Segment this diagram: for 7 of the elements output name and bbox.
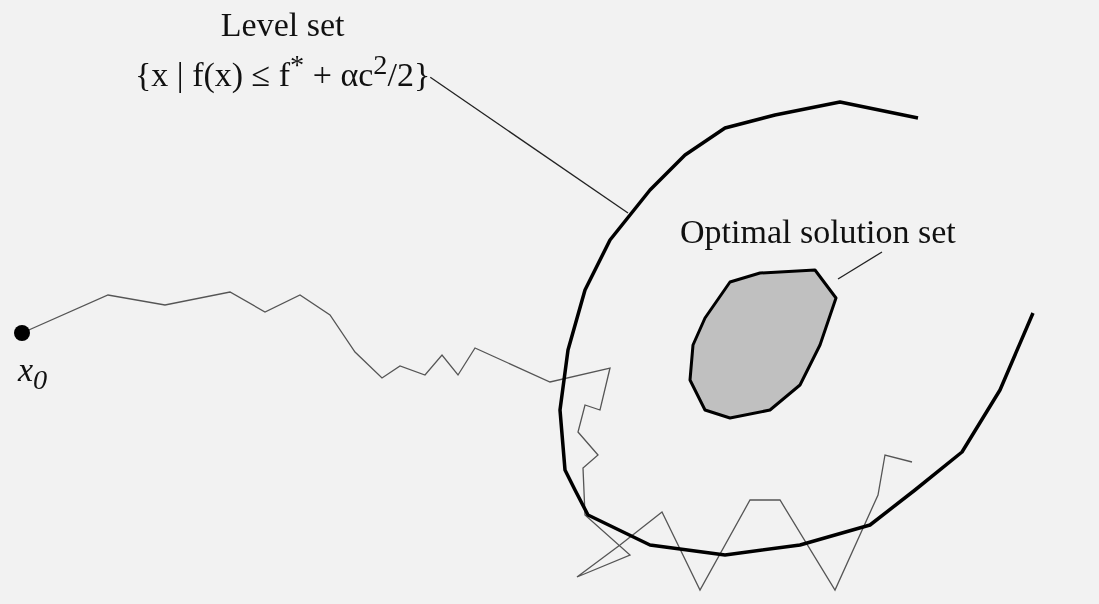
optimal-set-region	[686, 266, 840, 422]
annotation-text: Level set	[219, 5, 346, 45]
leader-line	[837, 251, 883, 280]
annotation-text: Optimal solution set	[680, 212, 956, 252]
annotation-text: {x | f(x) ≤ f$^{*}$ + αc$^{2}$/2}	[135, 48, 431, 96]
leader-line	[429, 76, 629, 214]
point-label: x$_{0}$	[18, 350, 48, 397]
